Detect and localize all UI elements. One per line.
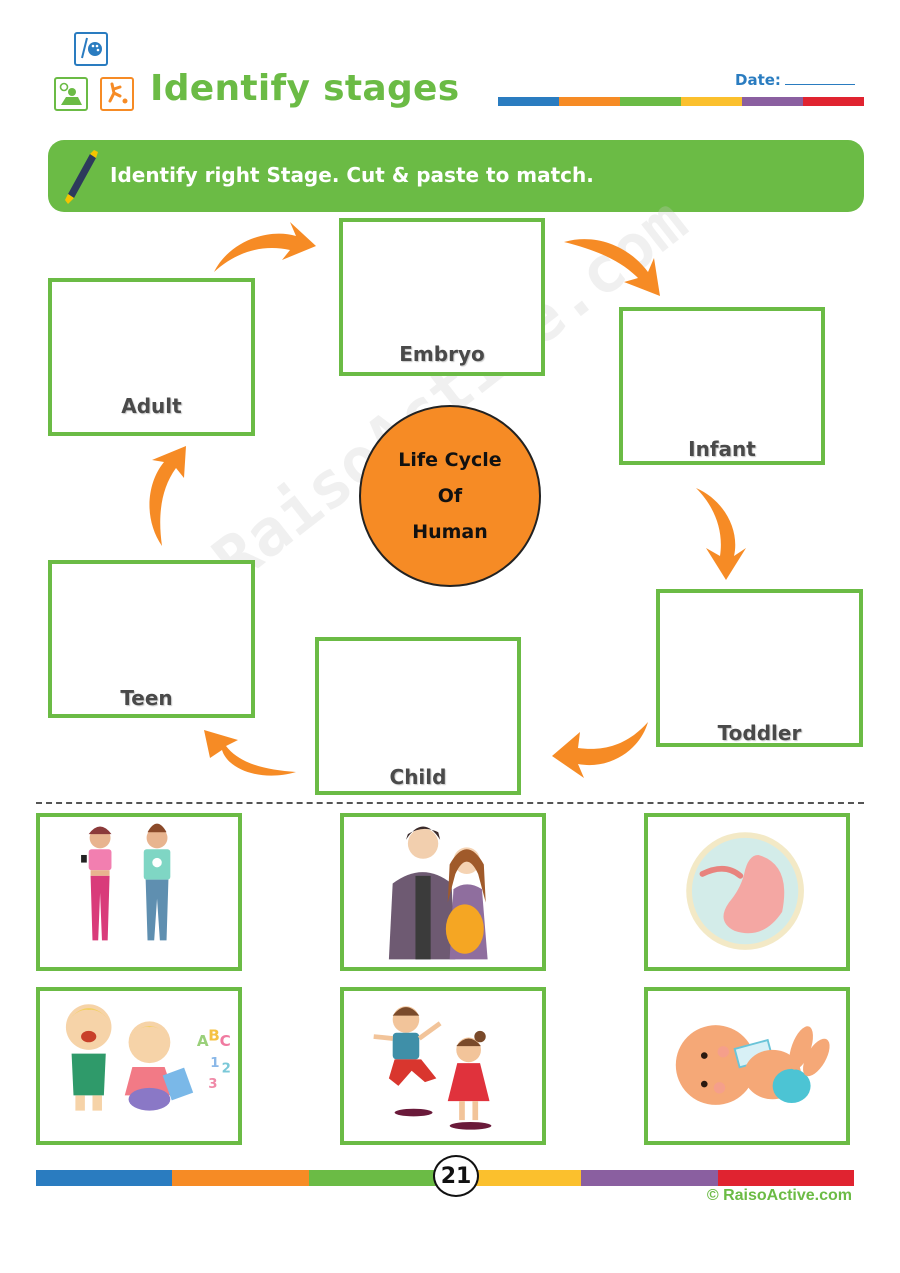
date-label: Date: — [735, 71, 781, 89]
cut-card-adults[interactable] — [340, 813, 546, 971]
cut-card-children[interactable] — [340, 987, 546, 1145]
svg-text:1: 1 — [210, 1056, 219, 1071]
infant-illustration-icon — [675, 1025, 830, 1105]
stage-label: Toddler — [717, 721, 802, 745]
embryo-illustration-icon — [686, 832, 804, 950]
svg-text:C: C — [220, 1032, 231, 1050]
stage-box-teen[interactable]: Teen — [48, 560, 255, 718]
arrow-icon — [564, 239, 660, 296]
children-illustration-icon — [373, 1006, 492, 1130]
cut-card-toddlers[interactable]: A B C 1 2 3 — [36, 987, 242, 1145]
toddlers-illustration-icon: A B C 1 2 3 — [65, 1004, 231, 1111]
center-line-3: Human — [412, 521, 488, 543]
svg-text:3: 3 — [208, 1077, 217, 1092]
cycle-arrows — [149, 222, 746, 778]
arrow-icon — [696, 488, 746, 580]
footer-color-stripe — [36, 1170, 854, 1186]
stage-label: Embryo — [399, 342, 485, 366]
reading-child-icon — [54, 77, 88, 111]
arrow-icon — [552, 722, 648, 778]
instruction-banner — [48, 140, 864, 212]
date-input-line[interactable] — [784, 84, 855, 85]
life-cycle-center: Life Cycle Of Human — [359, 405, 541, 587]
svg-text:B: B — [208, 1026, 220, 1044]
page-number: 21 — [433, 1155, 479, 1197]
marker-pen-icon — [65, 150, 98, 204]
stage-box-embryo[interactable]: Embryo — [339, 218, 545, 376]
running-child-icon — [100, 77, 134, 111]
cut-card-embryo[interactable] — [644, 813, 850, 971]
stage-box-infant[interactable]: Infant — [619, 307, 825, 465]
arrow-icon — [214, 222, 316, 272]
stage-label: Child — [389, 765, 447, 789]
stage-box-child[interactable]: Child — [315, 637, 521, 795]
stage-label: Infant — [688, 437, 756, 461]
center-line-2: Of — [437, 485, 463, 507]
svg-text:A: A — [197, 1032, 209, 1050]
adult-couple-illustration-icon — [388, 826, 488, 960]
cut-line-divider — [36, 802, 864, 804]
copyright-text: © RaisoActive.com — [706, 1187, 852, 1204]
stage-label: Adult — [121, 394, 182, 418]
stage-label: Teen — [120, 686, 173, 710]
cut-card-infant[interactable] — [644, 987, 850, 1145]
header-color-stripe — [498, 97, 864, 106]
palette-icon — [74, 32, 108, 66]
arrow-icon — [149, 446, 186, 546]
date-field[interactable]: Date: — [735, 71, 855, 89]
center-line-1: Life Cycle — [398, 449, 502, 471]
stage-box-adult[interactable]: Adult — [48, 278, 255, 436]
stage-box-toddler[interactable]: Toddler — [656, 589, 863, 747]
cut-card-teens[interactable] — [36, 813, 242, 971]
instruction-text: Identify right Stage. Cut & paste to mat… — [110, 163, 594, 187]
svg-text:2: 2 — [222, 1062, 231, 1077]
arrow-icon — [204, 730, 296, 776]
teenagers-illustration-icon — [81, 823, 171, 941]
page-title: Identify stages — [150, 68, 460, 109]
